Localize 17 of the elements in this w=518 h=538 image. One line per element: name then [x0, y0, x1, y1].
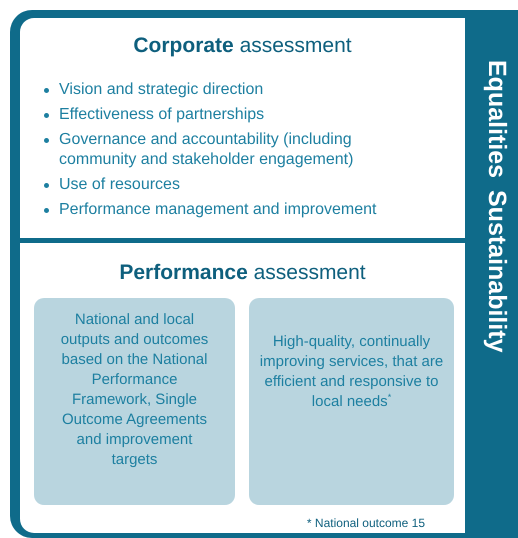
bullet-text: Performance management and improvement: [59, 200, 376, 220]
side-label: Sustainability: [482, 190, 511, 353]
bullet-text: Governance and accountability (including community and stakeholder engagement): [59, 130, 354, 170]
bullet-text: Vision and strategic direction: [59, 80, 264, 100]
bullet-text: Use of resources: [59, 175, 180, 195]
frame-band: [10, 10, 518, 538]
content-panel: [20, 18, 465, 238]
side-label: Equalities: [482, 60, 511, 178]
info-card: [34, 298, 235, 505]
card-text: National and local outputs and outcomes based on the National Performance Framework, Single Outcome Agreements and improvement targets: [60, 310, 210, 470]
footnote: * National outcome 15: [306, 516, 425, 530]
info-card: [249, 298, 454, 505]
bullet-text: Effectiveness of partnerships: [59, 105, 264, 125]
section-heading: Corporate assessment: [132, 34, 353, 58]
section-heading: Performance assessment: [118, 261, 367, 285]
card-text: High-quality, continually improving services, that are efficient and responsive to local needs$^{*}$: [258, 332, 444, 412]
content-panel: [20, 243, 465, 533]
